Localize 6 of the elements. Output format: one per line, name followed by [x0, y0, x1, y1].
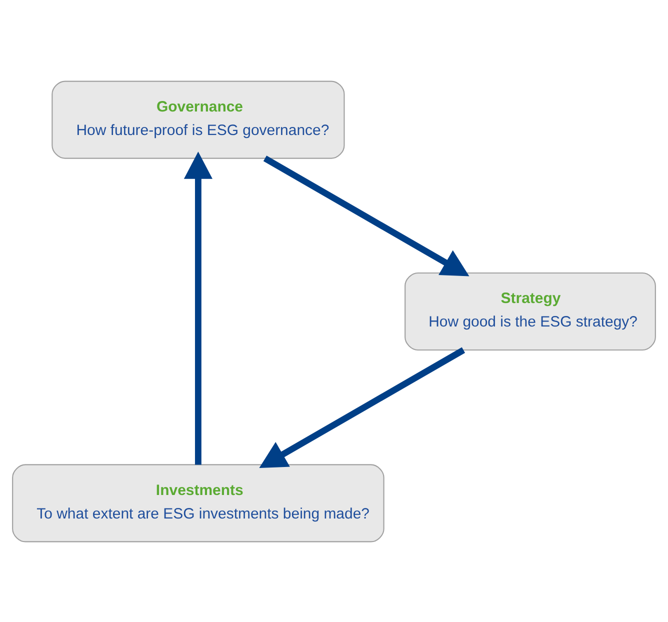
arrow — [259, 346, 466, 468]
arrow — [184, 151, 212, 464]
node-box: Governance How future-proof is ESG governance? — [52, 80, 345, 158]
arrow — [263, 155, 470, 276]
node-box: Investments To what extent are ESG investments being made? — [12, 464, 384, 542]
node-box: Strategy How good is the ESG strategy? — [404, 272, 656, 350]
